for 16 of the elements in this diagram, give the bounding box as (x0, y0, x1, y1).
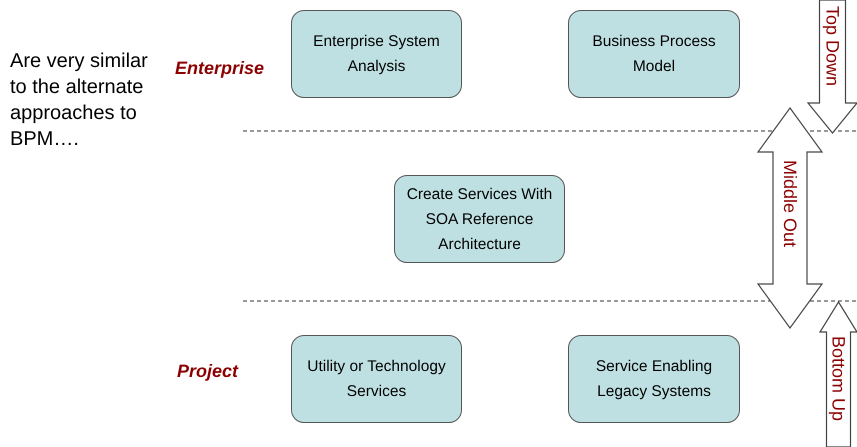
process-box (568, 10, 740, 98)
box-text: Create Services With SOA Reference Architecture (406, 184, 554, 254)
process-box (568, 335, 740, 423)
box-text: Enterprise System Analysis (312, 32, 441, 77)
process-box (291, 335, 462, 423)
process-box (394, 175, 565, 263)
level-label: Enterprise (175, 58, 266, 79)
box-text: Business Process Model (591, 32, 717, 77)
arrow-text: Middle Out (780, 160, 800, 248)
box-text: Service Enabling Legacy Systems (594, 357, 714, 402)
box-text: Utility or Technology Services (306, 357, 447, 402)
arrow-text: Top Down (822, 6, 842, 86)
arrow-text: Bottom Up (828, 336, 848, 422)
level-label: Project (177, 361, 240, 382)
process-box (291, 10, 462, 98)
description-text: Are very similar to the alternate approaches to BPM…. (10, 49, 149, 152)
